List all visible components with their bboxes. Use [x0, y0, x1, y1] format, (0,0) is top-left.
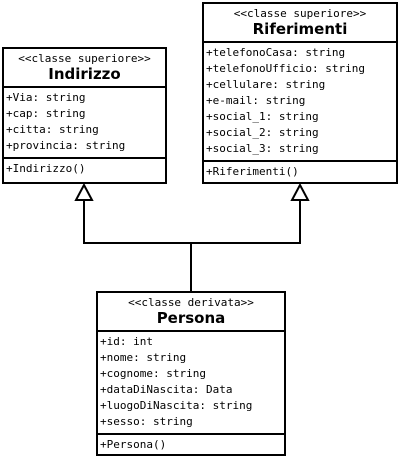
class-name: Riferimenti [252, 20, 348, 38]
class-indirizzo[interactable]: <<classe superiore>> Indirizzo +Via: str… [2, 47, 167, 184]
class-header: <<classe superiore>> Riferimenti [204, 4, 396, 43]
operation: +Persona() [100, 438, 167, 451]
attribute: +telefonoUfficio: string [206, 62, 365, 75]
operations-compartment: +Indirizzo() [4, 159, 165, 179]
attribute: +cognome: string [100, 367, 206, 380]
attributes-compartment: +Via: string +cap: string +citta: string… [4, 88, 165, 159]
class-persona[interactable]: <<classe derivata>> Persona +id: int +no… [96, 291, 286, 456]
attribute: +dataDiNascita: Data [100, 383, 233, 396]
attribute: +nome: string [100, 351, 187, 364]
operation: +Indirizzo() [6, 162, 86, 175]
attribute: +cap: string [6, 107, 86, 120]
generalization-arrowhead-indirizzo [74, 182, 94, 201]
class-name: Indirizzo [48, 65, 121, 83]
connector-persona-to-riferimenti [191, 200, 301, 244]
stereotype-label: <<classe derivata>> [128, 296, 254, 309]
class-header: <<classe superiore>> Indirizzo [4, 49, 165, 88]
operation: +Riferimenti() [206, 165, 299, 178]
class-name: Persona [156, 309, 226, 327]
operations-compartment: +Riferimenti() [204, 162, 396, 182]
attribute: +id: int [100, 335, 153, 348]
attribute: +e-mail: string [206, 94, 306, 107]
attributes-compartment: +id: int +nome: string +cognome: string … [98, 332, 284, 435]
operations-compartment: +Persona() [98, 435, 284, 455]
attribute: +social_3: string [206, 142, 319, 155]
attribute: +Via: string [6, 91, 86, 104]
stereotype-label: <<classe superiore>> [233, 7, 367, 20]
attribute: +telefonoCasa: string [206, 46, 346, 59]
class-header: <<classe derivata>> Persona [98, 293, 284, 332]
attribute: +social_2: string [206, 126, 319, 139]
stereotype-label: <<classe superiore>> [18, 52, 151, 65]
attributes-compartment: +telefonoCasa: string +telefonoUfficio: … [204, 43, 396, 162]
attribute: +provincia: string [6, 139, 126, 152]
attribute: +social_1: string [206, 110, 319, 123]
generalization-arrowhead-riferimenti [290, 182, 310, 201]
attribute: +citta: string [6, 123, 99, 136]
attribute: +sesso: string [100, 415, 193, 428]
connector-persona-to-indirizzo [83, 200, 192, 291]
attribute: +cellulare: string [206, 78, 326, 91]
class-riferimenti[interactable]: <<classe superiore>> Riferimenti +telefo… [202, 2, 398, 184]
attribute: +luogoDiNascita: string [100, 399, 253, 412]
